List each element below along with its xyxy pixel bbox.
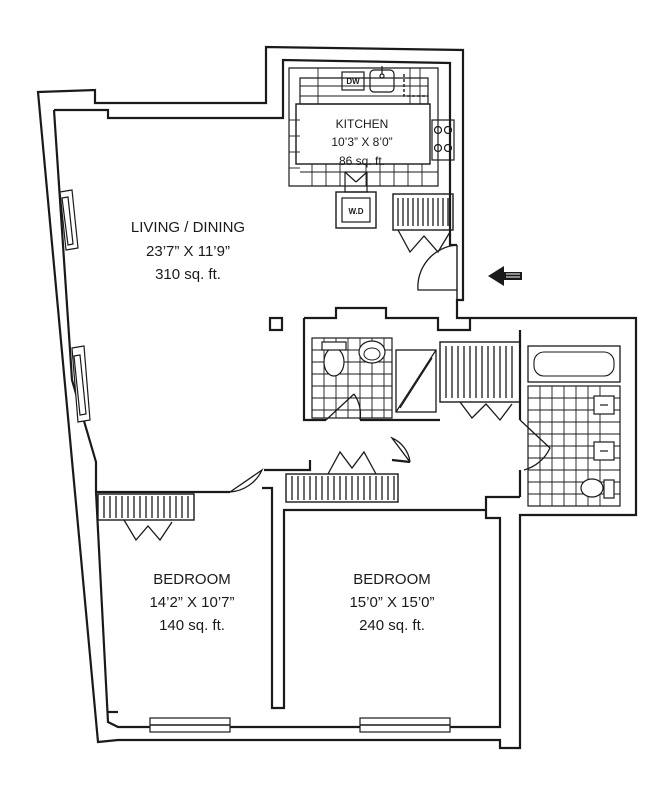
- closet-entry: [392, 193, 454, 254]
- right-bedroom-closet: [285, 436, 411, 503]
- dishwasher-label: DW: [346, 77, 360, 86]
- entry-arrow-icon: [488, 266, 522, 286]
- entry-door: [417, 244, 458, 300]
- washer-dryer: W.D: [335, 191, 377, 229]
- bathtub-icon: [527, 345, 621, 383]
- kitchen-dims: 10’3” X 8’0”: [331, 135, 392, 149]
- dishwasher-icon: [341, 71, 365, 91]
- toilet-icon: [323, 347, 345, 377]
- kitchen-name: KITCHEN: [336, 117, 389, 131]
- living-name: LIVING / DINING: [131, 219, 245, 236]
- bedroom-left-area: 140 sq. ft.: [159, 617, 225, 634]
- kitchen-area: 86 sq. ft.: [339, 154, 385, 168]
- bathroom-right: [518, 330, 621, 507]
- bedroom-right-area: 240 sq. ft.: [359, 617, 425, 634]
- bedroom-right-label: BEDROOM 15’0” X 15’0” 240 sq. ft.: [349, 571, 434, 634]
- bedroom-left-name: BEDROOM: [153, 571, 231, 588]
- living-area: 310 sq. ft.: [155, 266, 221, 283]
- left-windows: [59, 189, 91, 423]
- column: [268, 316, 284, 332]
- living-dims: 23’7” X 11’9”: [146, 243, 230, 260]
- bottom-windows: [149, 717, 451, 733]
- hall-closet: [439, 341, 521, 422]
- toilet-icon: [580, 478, 604, 498]
- bathroom-center: [302, 306, 472, 422]
- kitchen: DW: [288, 66, 455, 193]
- washer-dryer-label: W.D: [348, 207, 363, 216]
- bedroom-walls: [96, 458, 486, 714]
- bedroom-right-dims: 15’0” X 15’0”: [349, 594, 434, 611]
- bedroom-right-name: BEDROOM: [353, 571, 431, 588]
- bedroom-left-dims: 14’2” X 10’7”: [149, 594, 234, 611]
- kitchen-label: KITCHEN 10’3” X 8’0” 86 sq. ft.: [331, 117, 392, 168]
- outer-walls: [36, 45, 638, 750]
- bedroom-left-label: BEDROOM 14’2” X 10’7” 140 sq. ft.: [149, 571, 234, 634]
- left-bedroom-closet: [97, 468, 264, 542]
- living-dining-label: LIVING / DINING 23’7” X 11’9” 310 sq. ft…: [131, 219, 245, 283]
- stove-icon: [431, 119, 455, 161]
